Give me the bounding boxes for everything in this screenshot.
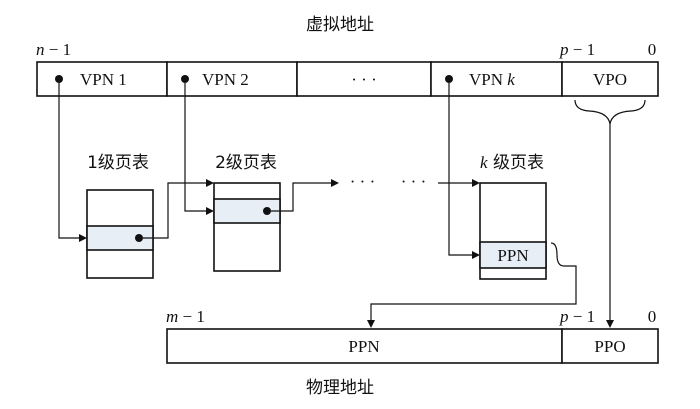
physical-split-bit-suffix: − 1 [569, 307, 596, 326]
level2-table-label: 2级页表 [215, 153, 277, 173]
vpn1-to-level1-arrowhead [79, 234, 87, 242]
vpo-to-ppo-arrowhead [606, 320, 614, 328]
physical-address-low-bit-label: 0 [648, 307, 657, 326]
levelk-page-table: PPN [479, 182, 547, 280]
level1-table-label: 1级页表 [87, 153, 149, 173]
virtual-high-bit-suffix: − 1 [45, 40, 72, 59]
vpo-to-ppo-brace [574, 99, 646, 125]
vpn2-label: VPN 2 [202, 70, 249, 89]
vpnk-label: VPN k [469, 70, 515, 89]
virtual-split-bit-variable: p [559, 40, 569, 59]
virtual-split-bit-suffix: − 1 [569, 40, 596, 59]
physical-high-bit-variable: m [166, 307, 178, 326]
vpo-label: VPO [593, 70, 627, 89]
level1-page-table [86, 189, 154, 279]
ppo-field [561, 328, 659, 364]
vpnk-to-levelk-wire [448, 83, 473, 256]
ppn-to-physical-arrowhead [367, 320, 375, 328]
level2-to-next-wire [271, 182, 332, 212]
level2-to-next-arrowhead [331, 179, 339, 187]
virtual-address-high-bit-label: n − 1 [36, 40, 71, 59]
chain-to-levelk-arrowhead [472, 179, 480, 187]
physical-high-bit-suffix: − 1 [178, 307, 205, 326]
level1-to-level2-wire [143, 182, 207, 239]
vpn1-to-level1-wire [58, 83, 80, 239]
vpnk-to-levelk-arrowhead [472, 251, 480, 259]
level2-entry-pointer-dot [263, 207, 271, 215]
physical-address-split-bit-label: p − 1 [559, 307, 595, 326]
physical-address-title: 物理地址 [306, 378, 374, 398]
physical-split-bit-variable: p [559, 307, 569, 326]
page-table-chain-ellipsis: · · · · · · [350, 172, 426, 191]
ppn-label: PPN [348, 337, 379, 356]
vpnk-prefix: VPN [469, 70, 507, 89]
vpn1-pointer-dot [55, 75, 63, 83]
ellipsis-label: · · · [351, 70, 376, 89]
virtual-address-title: 虚拟地址 [306, 15, 374, 35]
levelk-ppn-entry [479, 241, 547, 269]
physical-address-bar [166, 328, 659, 364]
vpn1-label: VPN 1 [80, 70, 127, 89]
vpn2-to-level2-wire [184, 83, 207, 212]
level2-page-table [213, 182, 281, 272]
level1-to-level2-arrowhead [206, 179, 214, 187]
vpnk-pointer-dot [445, 75, 453, 83]
level2-table-frame [213, 182, 281, 272]
ppo-label: PPO [594, 337, 625, 356]
levelk-ppn-label: PPN [497, 246, 528, 265]
virtual-address-split-bit-label: p − 1 [559, 40, 595, 59]
virtual-high-bit-variable: n [36, 40, 45, 59]
levelk-suffix: 级页表 [488, 153, 544, 173]
levelk-table-label: k 级页表 [480, 153, 544, 173]
vpn2-pointer-dot [181, 75, 189, 83]
virtual-address-low-bit-label: 0 [648, 40, 657, 59]
ppn-to-physical-wire [370, 242, 577, 320]
physical-address-high-bit-label: m − 1 [166, 307, 205, 326]
vpnk-variable: k [507, 70, 515, 89]
virtual-address-bar [36, 61, 659, 97]
levelk-variable: k [480, 153, 488, 172]
ellipsis-field [296, 61, 432, 97]
vpo-field [561, 61, 659, 97]
level1-entry-pointer-dot [135, 234, 143, 242]
vpn2-to-level2-arrowhead [206, 207, 214, 215]
